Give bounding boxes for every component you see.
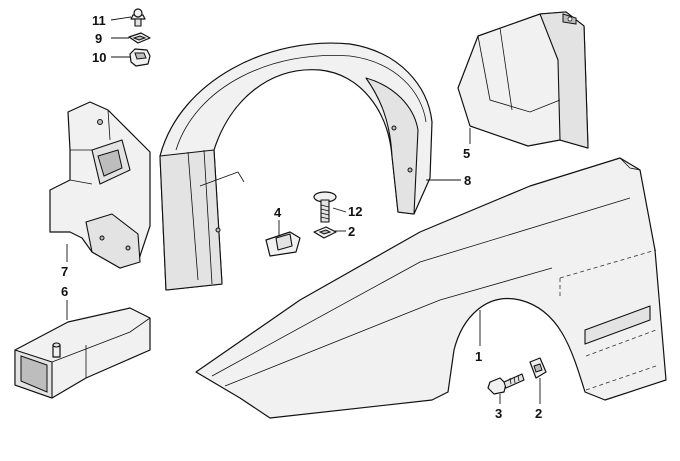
clip-nut-part-2-center bbox=[313, 226, 337, 239]
wheel-arch-liner-part-8 bbox=[159, 42, 433, 291]
callout-12: 12 bbox=[348, 204, 362, 219]
screw-part-12 bbox=[313, 191, 337, 223]
callout-10: 10 bbox=[92, 50, 106, 65]
callout-2-bottom: 2 bbox=[535, 406, 542, 421]
callout-9: 9 bbox=[95, 31, 102, 46]
fender-part-1 bbox=[195, 157, 667, 419]
callout-6: 6 bbox=[61, 284, 68, 299]
callout-2-center: 2 bbox=[348, 224, 355, 239]
callout-4: 4 bbox=[274, 205, 282, 220]
callout-8: 8 bbox=[464, 173, 471, 188]
bolt-part-3 bbox=[487, 373, 525, 395]
rear-liner-part-5 bbox=[457, 11, 589, 149]
callout-11: 11 bbox=[92, 13, 106, 28]
clip-nut-part-2-bottom bbox=[529, 357, 547, 379]
air-duct-part-6 bbox=[14, 307, 151, 399]
clip-part-4 bbox=[265, 231, 301, 257]
callout-5: 5 bbox=[463, 146, 470, 161]
callout-1: 1 bbox=[475, 349, 482, 364]
leader-lines bbox=[66, 16, 541, 404]
clip-part-9 bbox=[128, 32, 151, 44]
callout-3: 3 bbox=[495, 406, 502, 421]
nut-part-10 bbox=[129, 48, 151, 67]
bracket-part-7 bbox=[49, 101, 151, 269]
screw-part-11 bbox=[130, 8, 146, 27]
callout-7: 7 bbox=[61, 264, 68, 279]
